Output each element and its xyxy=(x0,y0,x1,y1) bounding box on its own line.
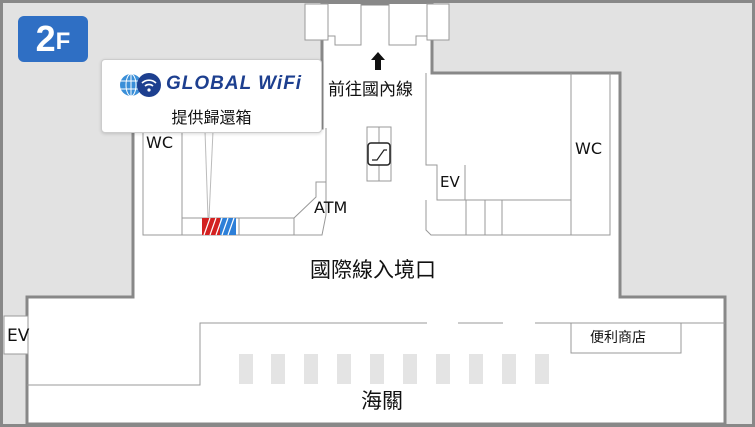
atm-label: ATM xyxy=(314,198,348,217)
wifi-icon xyxy=(137,73,161,97)
ev-center-label: EV xyxy=(440,173,460,191)
wifi-return-box-label: 提供歸還箱 xyxy=(171,108,252,127)
ev-left-label: EV xyxy=(7,326,30,346)
floor-number: 2 xyxy=(35,18,56,59)
wifi-counter xyxy=(202,218,220,235)
wc-left-label: WC xyxy=(146,133,173,152)
customs-label: 海關 xyxy=(361,389,403,413)
escalator-icon xyxy=(367,142,391,166)
convenience-store-label: 便利商店 xyxy=(590,330,646,346)
global-wifi-logo xyxy=(120,73,161,97)
globe-icon xyxy=(120,73,142,97)
floor-suffix: F xyxy=(55,28,71,55)
global-wifi-popup[interactable]: GLOBAL WiFi 提供歸還箱 xyxy=(101,59,322,133)
domestic-transfer-label: 前往國內線 xyxy=(328,80,413,100)
floor-badge: 2 F xyxy=(18,16,88,62)
ev-left-box xyxy=(3,315,29,355)
arrival-entrance-label: 國際線入境口 xyxy=(310,258,436,282)
customs-booths xyxy=(239,354,549,384)
wifi-brand-name: GLOBAL WiFi xyxy=(166,73,303,94)
arrow-up-icon xyxy=(371,52,385,70)
wc-right-label: WC xyxy=(575,139,602,158)
